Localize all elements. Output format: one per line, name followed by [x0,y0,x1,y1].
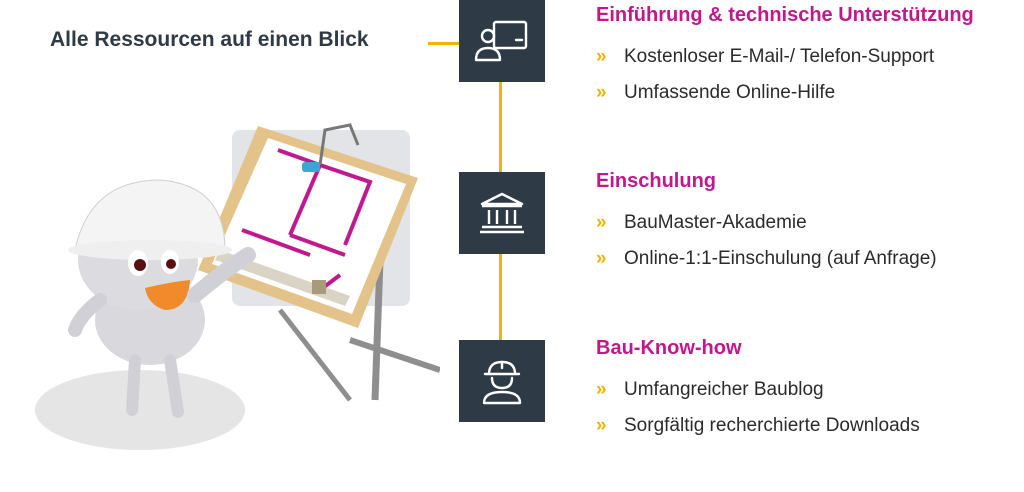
page-headline: Alle Ressourcen auf einen Blick [50,28,369,51]
list-item-text: Sorgfältig recherchierte Downloads [624,415,920,436]
list-item: » Sorgfältig recherchierte Downloads [596,408,920,444]
hard-hat-worker-icon [482,360,522,405]
section-knowhow: Bau-Know-how » Umfangreicher Baublog » Sor… [596,337,920,444]
list-item-text: Umfassende Online-Hilfe [624,82,836,103]
mascot-illustration [35,123,440,450]
chevron-right-icon: » [596,82,607,103]
academy-building-icon [480,192,524,234]
chevron-right-icon: » [596,379,607,400]
presentation-person-icon [474,20,528,62]
support-icon-box [459,0,545,82]
list-item: » BauMaster-Akademie [596,205,937,241]
section-support: Einführung & technische Unterstützung » K… [596,4,974,111]
list-item-text: BauMaster-Akademie [624,212,807,233]
training-icon-box [459,172,545,254]
knowhow-icon-box [459,340,545,422]
list-item-text: Kostenloser E-Mail-/ Telefon-Support [624,46,935,67]
section-title: Einführung & technische Unterstützung [596,4,974,26]
chevron-right-icon: » [596,248,607,269]
list-item: » Kostenloser E-Mail-/ Telefon-Support [596,39,974,75]
list-item-text: Umfangreicher Baublog [624,379,824,400]
section-title: Einschulung [596,170,716,192]
chevron-right-icon: » [596,415,607,436]
headline-connector-line [428,42,460,45]
section-title: Bau-Know-how [596,337,742,359]
list-item: » Online-1:1-Einschulung (auf Anfrage) [596,241,937,277]
list-item: » Umfangreicher Baublog [596,372,920,408]
list-item: » Umfassende Online-Hilfe [596,75,974,111]
chevron-right-icon: » [596,46,607,67]
connector-line-2-3 [499,252,502,342]
chevron-right-icon: » [596,212,607,233]
section-training: Einschulung » BauMaster-Akademie » Online-… [596,170,937,277]
list-item-text: Online-1:1-Einschulung (auf Anfrage) [624,248,937,269]
connector-line-1-2 [499,82,502,174]
